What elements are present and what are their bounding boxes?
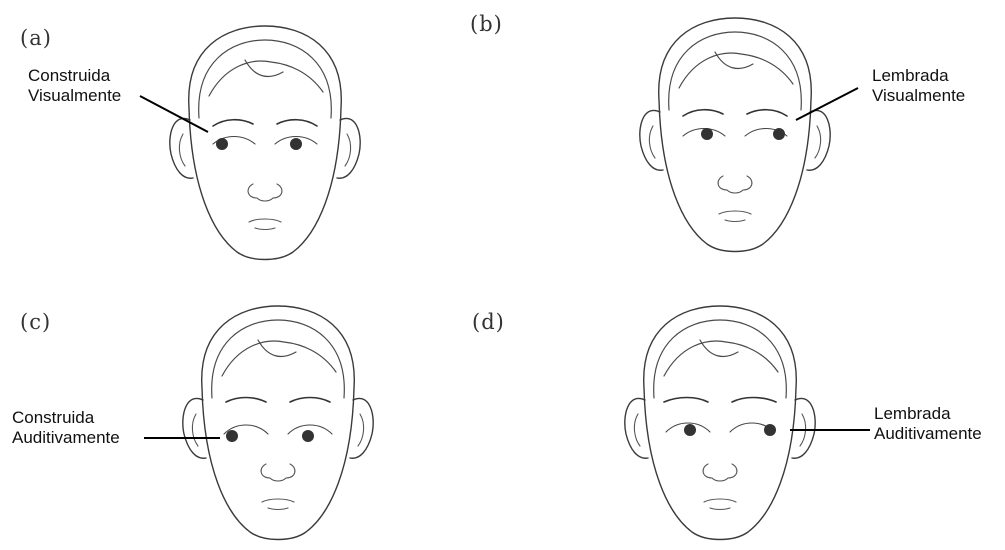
left-brow-a [213,120,253,126]
left-brow-d [664,398,708,403]
right-pupil-a [290,138,302,150]
right-brow-d [732,398,776,403]
left-pupil-a [216,138,228,150]
face-d [625,306,815,540]
face-b [640,18,830,252]
left-brow-c [226,398,266,403]
right-brow-b [747,110,787,116]
leader-line-a [140,96,208,132]
leader-line-b [796,88,858,120]
right-pupil-c [302,430,314,442]
left-brow-b [683,110,723,116]
right-brow-c [290,398,330,403]
face-c [183,306,373,540]
left-pupil-c [226,430,238,442]
right-pupil-b [773,128,785,140]
right-pupil-d [764,424,776,436]
face-a [170,26,360,260]
left-pupil-d [684,424,696,436]
right-brow-a [277,120,317,126]
left-pupil-b [701,128,713,140]
